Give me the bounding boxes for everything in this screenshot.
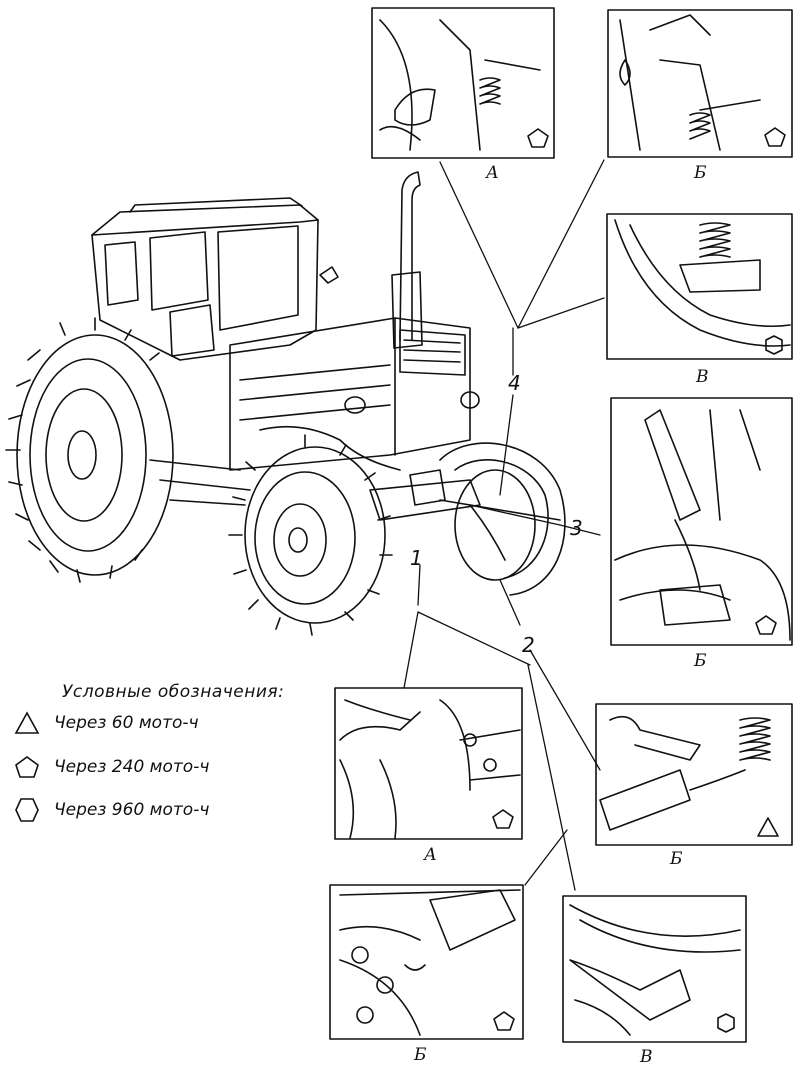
exhaust-pipe bbox=[391, 171, 423, 349]
cab bbox=[91, 197, 339, 361]
detail-panel-b-bottom: Б bbox=[329, 884, 524, 1065]
legend-item-60: Через 60 мото-ч bbox=[14, 710, 199, 736]
engine-hood bbox=[229, 317, 481, 521]
legend-label: Через 60 мото-ч bbox=[54, 713, 199, 733]
front-wheel bbox=[228, 434, 393, 636]
panel-letter: А bbox=[423, 845, 437, 865]
triangle-icon bbox=[14, 711, 40, 734]
legend-label: Через 240 мото-ч bbox=[54, 757, 210, 777]
pentagon-icon bbox=[15, 756, 39, 778]
detail-panel-b-right: Б bbox=[610, 397, 793, 671]
rear-wheel bbox=[5, 317, 174, 583]
detail-panel-b-lower: Б bbox=[595, 703, 793, 869]
panel-letter: А bbox=[485, 163, 499, 183]
callout-4: 4 bbox=[508, 371, 521, 395]
callout-1: 1 bbox=[410, 546, 423, 570]
panel-letter: Б bbox=[693, 651, 707, 671]
hexagon-icon bbox=[15, 798, 39, 822]
tractor-illustration bbox=[5, 171, 566, 636]
pentagon-icon bbox=[527, 128, 549, 148]
legend-item-240: Через 240 мото-ч bbox=[14, 754, 209, 780]
detail-panel-v-right: В bbox=[606, 213, 793, 387]
legend-item-960: Через 960 мото-ч bbox=[14, 797, 209, 823]
rear-wheel-far bbox=[439, 442, 566, 596]
hexagon-icon bbox=[717, 1013, 735, 1033]
detail-panel-b-top: Б bbox=[607, 9, 793, 183]
panel-letter: Б bbox=[669, 849, 683, 869]
panel-letter: Б bbox=[413, 1045, 427, 1065]
frame bbox=[149, 459, 561, 561]
panel-letter: В bbox=[639, 1047, 653, 1067]
panel-letter: Б bbox=[693, 163, 707, 183]
panel-letter: В bbox=[695, 367, 709, 387]
legend-title: Условные обозначения: bbox=[62, 682, 285, 702]
legend-label: Через 960 мото-ч bbox=[54, 800, 210, 820]
hexagon-icon bbox=[765, 335, 783, 355]
callout-2: 2 bbox=[522, 633, 535, 657]
callout-3: 3 bbox=[570, 516, 583, 540]
detail-panel-a-mid: А bbox=[334, 687, 523, 865]
detail-panel-v-bottom: В bbox=[562, 895, 747, 1067]
callout-lines bbox=[403, 159, 605, 891]
pentagon-icon bbox=[764, 127, 786, 147]
detail-panel-a-top: А bbox=[371, 7, 555, 183]
pentagon-icon bbox=[755, 615, 777, 635]
pentagon-icon bbox=[492, 809, 514, 829]
pentagon-icon bbox=[493, 1011, 515, 1031]
triangle-icon bbox=[757, 817, 779, 837]
